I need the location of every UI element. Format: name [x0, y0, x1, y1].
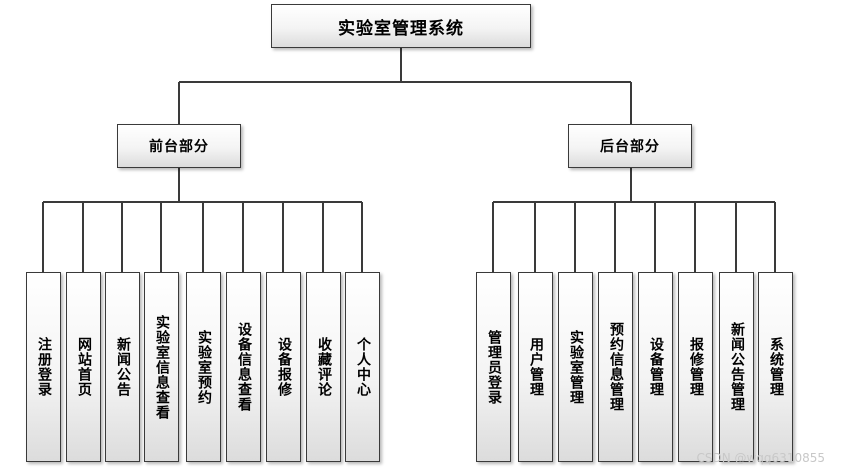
leaf-node-label: 新闻公告管理 [729, 322, 745, 412]
leaf-node-lab-info: 实验室信息查看 [144, 272, 179, 462]
root-node: 实验室管理系统 [271, 4, 531, 48]
branch-node-frontend: 前台部分 [117, 124, 241, 168]
leaf-node-favorite-comment: 收藏评论 [306, 272, 341, 462]
leaf-node-device-management: 设备管理 [638, 272, 673, 462]
leaf-node-label: 用户管理 [528, 337, 544, 397]
leaf-node-label: 系统管理 [768, 337, 784, 397]
leaf-node-label: 预约信息管理 [608, 322, 624, 412]
leaf-node-user-management: 用户管理 [518, 272, 553, 462]
watermark: CSDN @wqq6310855 [696, 451, 825, 465]
leaf-node-admin-login: 管理员登录 [476, 272, 511, 462]
branch-node-backend: 后台部分 [568, 124, 692, 168]
leaf-node-label: 网站首页 [76, 337, 92, 397]
leaf-node-register-login: 注册登录 [26, 272, 61, 462]
leaf-node-system-management: 系统管理 [758, 272, 793, 462]
leaf-node-label: 报修管理 [688, 337, 704, 397]
leaf-node-news-management: 新闻公告管理 [719, 272, 754, 462]
leaf-node-lab-management: 实验室管理 [558, 272, 593, 462]
leaf-node-label: 新闻公告 [115, 337, 131, 397]
leaf-node-repair-management: 报修管理 [678, 272, 713, 462]
branch-node-label: 后台部分 [600, 139, 660, 155]
leaf-node-label: 设备报修 [276, 337, 292, 397]
leaf-node-label: 实验室预约 [196, 329, 212, 405]
leaf-node-label: 设备管理 [648, 337, 664, 397]
branch-node-label: 前台部分 [149, 139, 209, 155]
leaf-node-news: 新闻公告 [105, 272, 140, 462]
leaf-node-home: 网站首页 [66, 272, 101, 462]
leaf-node-personal-center: 个人中心 [345, 272, 380, 462]
leaf-node-label: 实验室信息查看 [154, 314, 170, 420]
leaf-node-label: 个人中心 [355, 337, 371, 397]
leaf-node-label: 管理员登录 [486, 329, 502, 405]
leaf-node-label: 收藏评论 [316, 337, 332, 397]
leaf-node-device-info: 设备信息查看 [226, 272, 261, 462]
leaf-node-booking-management: 预约信息管理 [598, 272, 633, 462]
leaf-node-label: 设备信息查看 [236, 322, 252, 412]
leaf-node-device-repair: 设备报修 [266, 272, 301, 462]
leaf-node-lab-booking: 实验室预约 [186, 272, 221, 462]
leaf-node-label: 实验室管理 [568, 329, 584, 405]
leaf-node-label: 注册登录 [36, 337, 52, 397]
root-node-label: 实验室管理系统 [338, 18, 464, 39]
